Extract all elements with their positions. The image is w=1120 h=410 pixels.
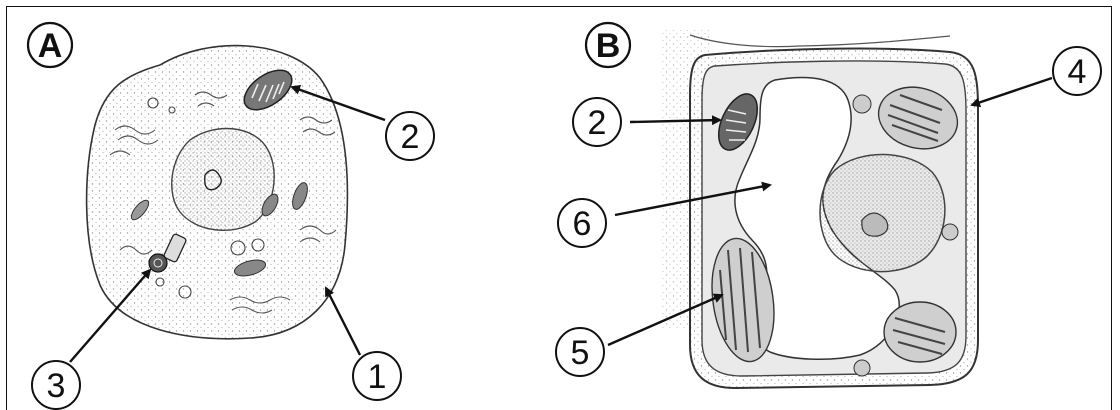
label-plant-4-text: 4 — [1068, 53, 1087, 91]
plant-small-organelle — [942, 224, 958, 240]
arrow-plant-4 — [972, 78, 1052, 105]
panel-label-b: B — [586, 23, 630, 67]
label-animal-3-text: 3 — [47, 367, 66, 405]
plant-small-organelle — [854, 360, 870, 376]
label-animal-3: 3 — [32, 361, 80, 409]
label-animal-1: 1 — [353, 352, 401, 400]
panel-letter-b: B — [596, 27, 621, 65]
animal-cell — [87, 46, 348, 339]
label-plant-4: 4 — [1053, 47, 1101, 95]
plant-chloroplast — [884, 302, 956, 362]
label-animal-2: 2 — [386, 112, 434, 160]
label-plant-5-text: 5 — [571, 334, 590, 372]
plant-small-organelle — [853, 95, 871, 113]
animal-nucleus — [172, 129, 274, 231]
label-plant-5: 5 — [556, 328, 604, 376]
label-plant-6: 6 — [558, 199, 606, 247]
panel-label-a: A — [28, 23, 72, 67]
label-animal-2-text: 2 — [401, 118, 420, 156]
label-plant-2: 2 — [573, 98, 621, 146]
label-plant-6-text: 6 — [573, 205, 592, 243]
arrow-animal-1 — [326, 288, 360, 355]
panel-letter-a: A — [38, 27, 63, 65]
plant-nucleus — [820, 154, 945, 271]
label-animal-1-text: 1 — [368, 358, 387, 396]
plant-cell — [660, 30, 978, 388]
label-plant-2-text: 2 — [588, 104, 607, 142]
